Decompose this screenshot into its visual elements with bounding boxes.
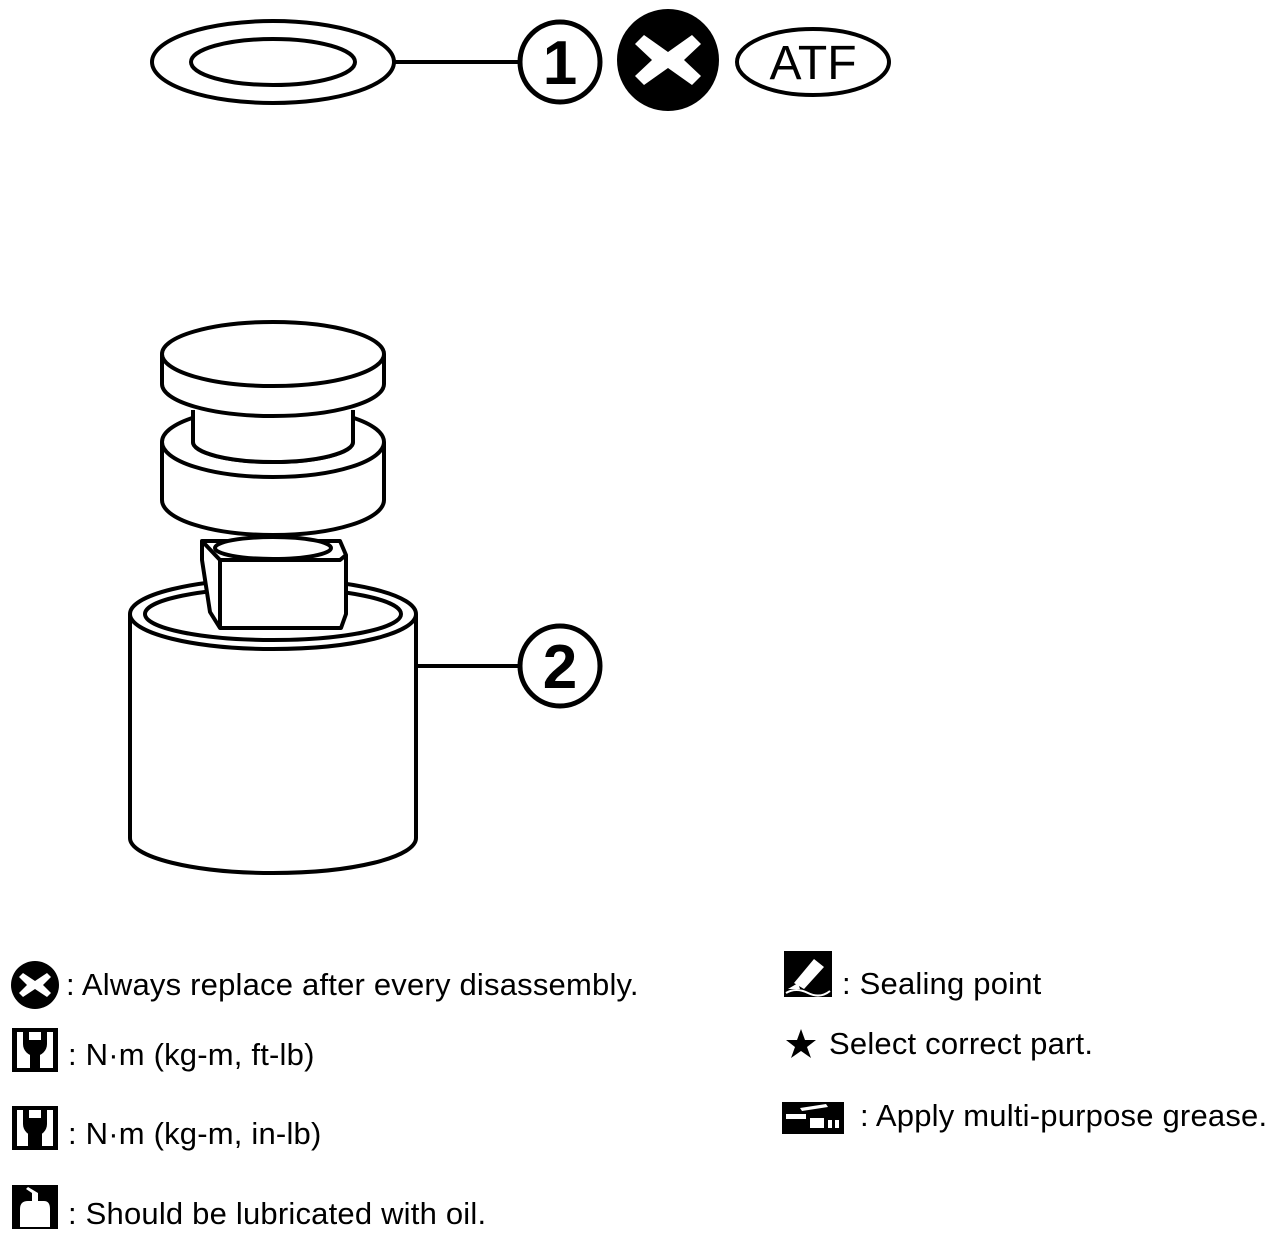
o-ring-part [150,19,396,105]
legend-replace: : Always replace after every disassembly… [10,960,639,1010]
legend-sealing: : Sealing point [782,946,1041,1002]
legend-torque-inlb: : N·m (kg-m, in-lb) [10,1104,322,1152]
legend-grease: : Apply multi-purpose grease. [780,1096,1267,1136]
torque-wrench-filled-icon [12,1106,58,1150]
filter-assembly-part [128,320,418,875]
legend-select-text: Select correct part. [829,1026,1094,1061]
legend-grease-text: : Apply multi-purpose grease. [860,1098,1268,1133]
callout-1-label: 1 [543,29,577,98]
legend-replace-text: : Always replace after every disassembly… [66,967,639,1002]
star-icon [786,1029,816,1058]
grease-gun-icon [782,1102,844,1134]
oil-can-icon [12,1185,58,1229]
legend-select: Select correct part. [785,1026,1093,1062]
atf-badge: ATF [735,27,891,97]
callout-1: 1 [517,19,603,105]
sealant-tube-icon [784,951,832,997]
legend-oil-text: : Should be lubricated with oil. [68,1196,487,1231]
replace-x-icon [617,9,719,111]
legend-torque-ftlb-text: : N·m (kg-m, ft-lb) [68,1037,315,1072]
legend-torque-inlb-text: : N·m (kg-m, in-lb) [68,1116,322,1151]
callout-2: 2 [517,623,603,709]
atf-label: ATF [769,37,856,90]
legend-torque-ftlb: : N·m (kg-m, ft-lb) [10,1026,315,1074]
callout-2-label: 2 [543,633,577,702]
legend-sealing-text: : Sealing point [842,966,1042,1001]
legend-oil: : Should be lubricated with oil. [10,1182,486,1232]
torque-wrench-icon [12,1028,58,1072]
replace-x-icon [11,961,59,1009]
